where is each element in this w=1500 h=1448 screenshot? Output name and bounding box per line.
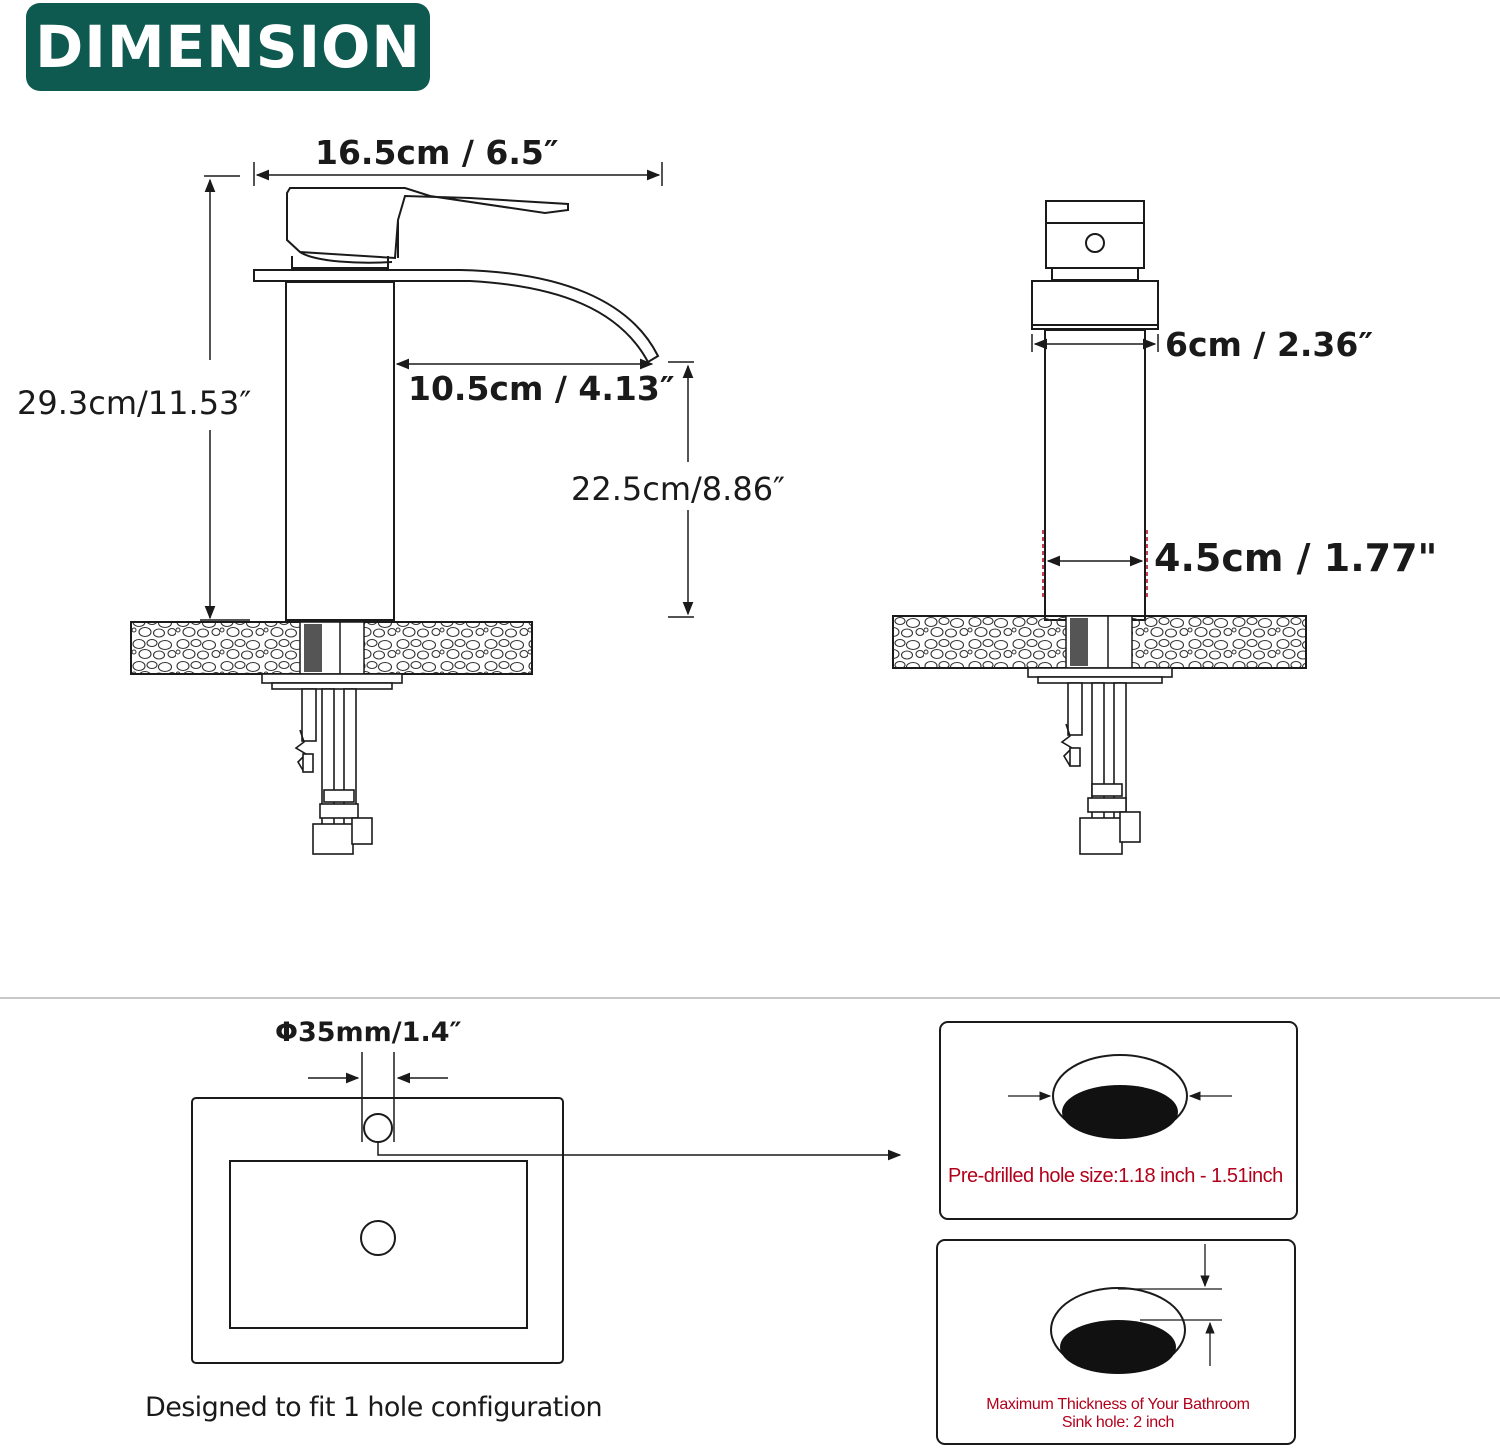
spout-height-label: 22.5cm/8.86″	[571, 470, 785, 508]
spout-reach-label: 10.5cm / 4.13″	[408, 369, 675, 408]
front-dimension-lines	[200, 162, 694, 621]
body-width-label: 4.5cm / 1.77"	[1154, 536, 1438, 580]
side-dimension-lines	[1031, 334, 1159, 567]
hole-diameter-label: Φ35mm/1.4″	[275, 1017, 462, 1048]
hole-size-box	[939, 1021, 1298, 1220]
side-red-guides	[1042, 530, 1148, 600]
sink-plan	[191, 1052, 902, 1364]
thickness-text-line2: Sink hole: 2 inch	[1061, 1414, 1175, 1431]
overall-height-label: 29.3cm/11.53″	[17, 384, 252, 422]
side-view-faucet	[1031, 200, 1159, 621]
front-view-faucet	[253, 187, 660, 621]
thickness-box	[936, 1239, 1296, 1445]
side-countertop	[892, 615, 1307, 669]
top-width-label: 6cm / 2.36″	[1165, 325, 1374, 364]
front-countertop	[130, 621, 533, 675]
hole-size-text: Pre-drilled hole size:1.18 inch - 1.51in…	[948, 1165, 1283, 1187]
side-mounting-hardware	[1027, 667, 1173, 855]
page-title: DIMENSION	[35, 13, 421, 81]
overall-width-label: 16.5cm / 6.5″	[315, 133, 559, 172]
thickness-text-line1: Maximum Thickness of Your Bathroom	[986, 1396, 1250, 1413]
configuration-caption: Designed to fit 1 hole configuration	[145, 1392, 603, 1423]
front-mounting-hardware	[261, 673, 403, 855]
faucet-hole	[363, 1113, 393, 1143]
dimension-badge: DIMENSION	[26, 3, 430, 91]
